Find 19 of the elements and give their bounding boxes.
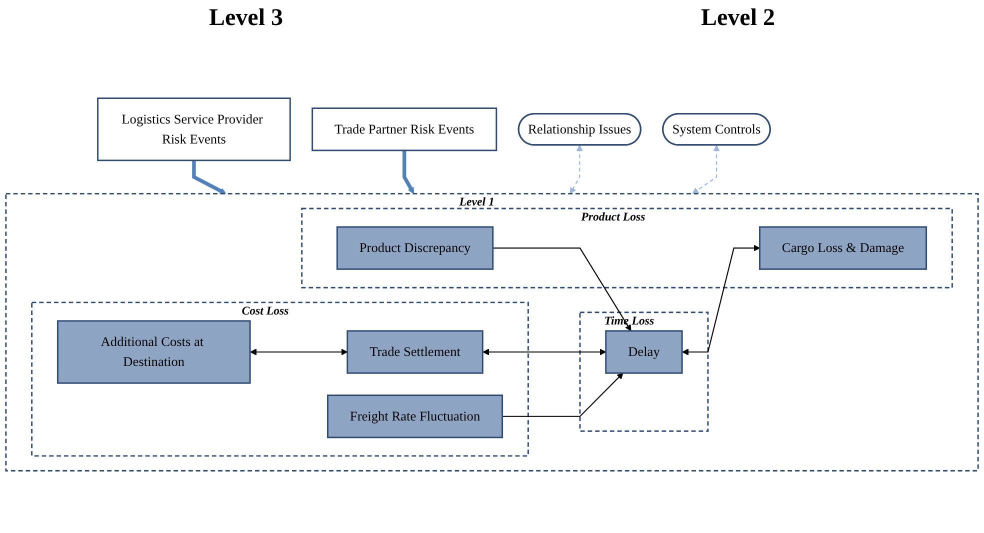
arrow [192, 160, 226, 194]
node-box: Freight Rate Fluctuation [326, 394, 504, 438]
arrow [250, 348, 348, 356]
level-label: Level 3 [209, 4, 283, 32]
arrow [692, 144, 720, 194]
node-box: Cargo Loss & Damage [759, 226, 928, 270]
arrow [492, 248, 632, 332]
node-box: Logistics Service Provider Risk Events [97, 98, 291, 162]
node-box: Trade Partner Risk Events [312, 108, 498, 152]
arrow [482, 348, 606, 356]
arrow [402, 150, 414, 194]
node-box: Product Discrepancy [336, 226, 494, 270]
node-box: Additional Costs at Destination [56, 320, 251, 384]
arrow [682, 244, 760, 356]
node-box: Trade Settlement [346, 330, 484, 374]
level-label: Level 2 [701, 4, 775, 32]
arrow [570, 144, 583, 194]
arrow [502, 372, 624, 417]
node-box: Delay [605, 330, 683, 374]
